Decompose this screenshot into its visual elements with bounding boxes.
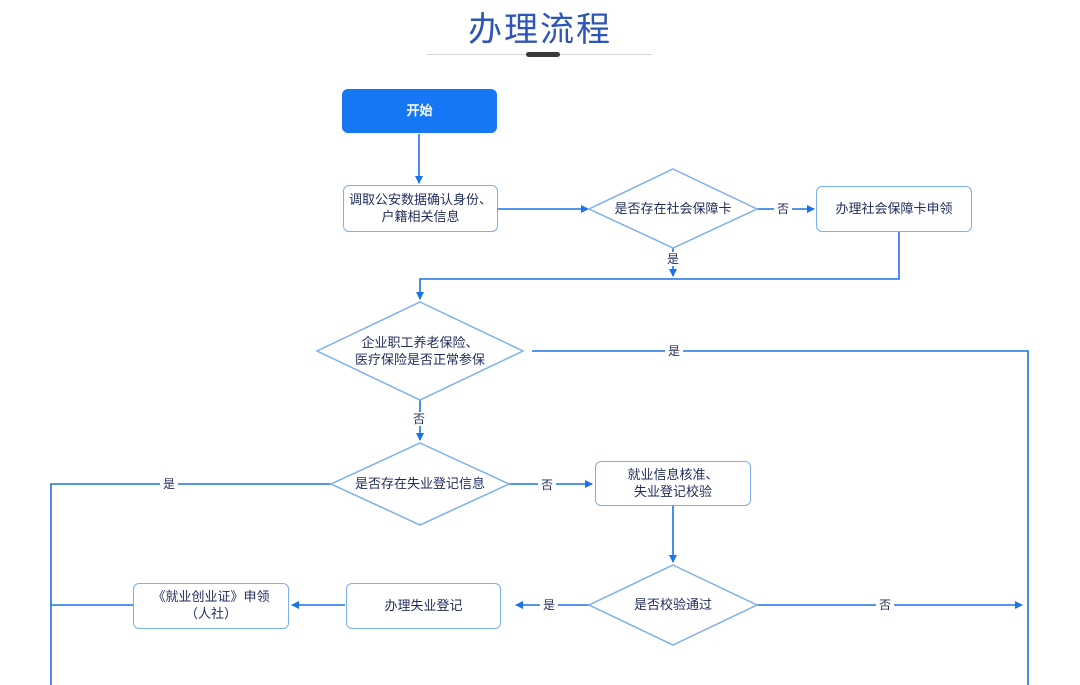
decision-passed-shape xyxy=(587,564,759,646)
decision-has-unemp-shape xyxy=(329,442,511,526)
edge-label-yes: 是 xyxy=(665,344,684,358)
verify-job-node: 就业信息核准、 失业登记校验 xyxy=(595,461,751,506)
apply-certificate-node: 《就业创业证》申领 （人社） xyxy=(133,583,289,629)
edge-label-yes: 是 xyxy=(540,598,559,612)
apply-card-node: 办理社会保障卡申领 xyxy=(816,186,972,232)
has-unemployment-decision: 是否存在失业登记信息 xyxy=(354,476,485,492)
verify-passed-decision: 是否校验通过 xyxy=(633,597,712,613)
edge-label-yes: 是 xyxy=(664,252,683,266)
edge-applycard-insured xyxy=(416,232,900,300)
edge-label-no: 否 xyxy=(876,598,895,612)
edge-hasunemp-yes xyxy=(50,483,331,685)
edge-label-yes: 是 xyxy=(160,477,179,491)
decision-has-card-shape xyxy=(587,168,759,249)
register-unemployment-node: 办理失业登记 xyxy=(346,583,501,629)
decision-insured-shape xyxy=(315,301,525,401)
insured-decision: 企业职工养老保险、 医疗保险是否正常参保 xyxy=(354,336,485,368)
edge-label-no: 否 xyxy=(410,412,429,426)
has-card-decision: 是否存在社会保障卡 xyxy=(614,201,732,217)
start-node: 开始 xyxy=(342,89,497,133)
edge-label-no: 否 xyxy=(538,478,557,492)
page-title: 办理流程 xyxy=(468,10,612,50)
edge-insured-yes xyxy=(532,350,1029,685)
edge-label-no: 否 xyxy=(774,202,793,216)
title-underline-bar xyxy=(526,52,560,57)
fetch-identity-node: 调取公安数据确认身份、 户籍相关信息 xyxy=(343,185,498,232)
